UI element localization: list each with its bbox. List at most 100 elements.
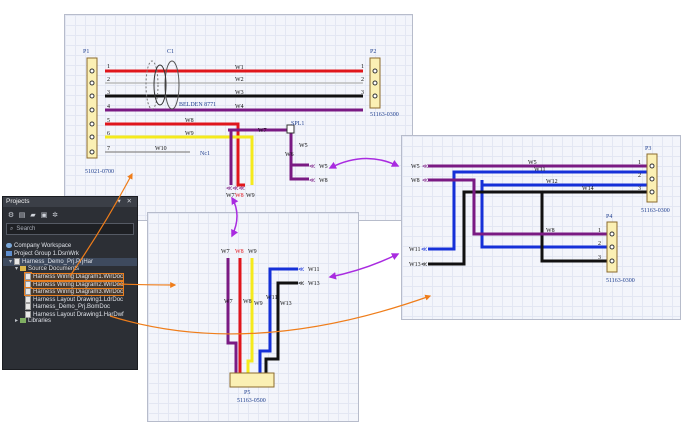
s2-wire-w9: W9 <box>254 301 263 307</box>
tree-doc-3[interactable]: Harness Wiring Diagram3.WirDoc <box>3 288 137 297</box>
arrow-glyph-w5: ≪ <box>309 164 315 170</box>
doc-6-label: Harness Layout Drawing1.HarDwf <box>33 311 124 318</box>
tree-doc-5[interactable]: Harness_Demo_Prj.BomDoc <box>3 303 137 311</box>
wire-label-w3: W3 <box>235 90 244 96</box>
offsheet-bottom-w8: W8 <box>235 193 244 199</box>
s2-offsheet-w11: W11 <box>308 267 319 273</box>
p2-pin-2: 2 <box>361 77 364 83</box>
gear-icon[interactable]: ⚙ <box>7 212 15 219</box>
search-input[interactable]: Search <box>16 226 36 232</box>
s2-offsheet-w13: W13 <box>308 281 320 287</box>
wiring-diagram-sheet-3[interactable]: W5 W8 W11 W13 W5 W11 W12 W14 W8 P3 51163… <box>401 135 681 320</box>
projects-panel[interactable]: Projects ▾ ✕ ⚙ ▤ ▰ ▣ ✲ ⌕ Search Company … <box>2 196 138 370</box>
wire-w11-s2 <box>258 267 298 373</box>
p2-pins <box>372 68 378 99</box>
s3-offsheet-w8: W8 <box>411 178 420 184</box>
cable-shield-3 <box>153 64 167 106</box>
p1-label: P1 <box>83 49 89 55</box>
tree-libraries[interactable]: ▸Libraries <box>3 318 137 326</box>
wiring-doc-icon <box>25 280 31 288</box>
panel-window-buttons[interactable]: ▾ ✕ <box>117 198 134 205</box>
s3-wire-w11: W11 <box>534 167 545 173</box>
arrow-glyph-s3-w5: ≪ <box>422 164 428 170</box>
p2-pin-3: 3 <box>361 90 364 96</box>
save-icon[interactable]: ▣ <box>40 212 48 219</box>
s2-label-w8-top: W8 <box>235 249 244 255</box>
p3-pin-2: 2 <box>638 173 641 179</box>
tree-source-documents[interactable]: ▾Source Documents <box>3 265 137 274</box>
workspace-label: Company Workspace <box>14 243 72 250</box>
bom-doc-icon <box>25 303 31 310</box>
tree-project-group[interactable]: Project Group 1.DsnWrk <box>3 250 137 259</box>
tree-doc-6[interactable]: Harness Layout Drawing1.HarDwf <box>3 310 137 319</box>
s3-offsheet-w13: W13 <box>409 262 421 268</box>
p1-pin-4: 4 <box>107 104 110 110</box>
nc-label: Nc1 <box>200 151 210 157</box>
search-icon: ⌕ <box>10 225 14 232</box>
s2-label-w9-top: W9 <box>248 249 257 255</box>
s2-label-w7-top: W7 <box>221 249 230 255</box>
arrow-glyph-s3-w13: ≪ <box>421 262 427 268</box>
s3-wire-w12: W12 <box>546 179 558 185</box>
p1-pin-6: 6 <box>107 131 110 137</box>
p5-part-label: 51163-0500 <box>237 398 266 404</box>
s2-wire-w13: W13 <box>280 301 292 307</box>
link-arrow-w7-w9 <box>231 196 239 238</box>
wire-w9-s2 <box>246 258 254 373</box>
s3-wire-w5: W5 <box>528 160 537 166</box>
p3-label: P3 <box>645 146 651 152</box>
tree-doc-4[interactable]: Harness Layout Drawing1.LdrDoc <box>3 295 137 304</box>
p1-pin-7: 7 <box>107 146 110 152</box>
wiring-diagram-sheet-1[interactable]: P1 51021-0700 P2 51163-0300 C1 BELDEN 87… <box>64 14 413 221</box>
wire-w12b-s3 <box>480 180 607 249</box>
wire-label-w2: W2 <box>235 77 244 83</box>
p4-pin-3: 3 <box>598 255 601 261</box>
projects-panel-header: Projects ▾ ✕ <box>3 197 137 207</box>
p1-pin-3: 3 <box>107 90 110 96</box>
sheet1-canvas: P1 51021-0700 P2 51163-0300 C1 BELDEN 87… <box>83 49 399 199</box>
wire-w13-s3 <box>428 190 647 266</box>
chevron-down-icon[interactable]: ▾ <box>9 259 13 266</box>
cable-c1-label: C1 <box>167 49 174 55</box>
wire-w13-s2 <box>264 281 298 373</box>
doc-1-label: Harness Wiring Diagram1.WirDoc <box>33 274 124 281</box>
wire-label-w7: W7 <box>258 128 267 134</box>
arrow-glyph-w11: ≪ <box>298 267 304 273</box>
tree-workspace[interactable]: Company Workspace <box>3 243 137 251</box>
p1-pin-2: 2 <box>107 77 110 83</box>
folder-icon <box>20 265 26 271</box>
s2-wire-w8: W8 <box>243 299 252 305</box>
doc-3-highlight: Harness Wiring Diagram3.WirDoc <box>23 288 125 297</box>
tree-doc-1[interactable]: Harness Wiring Diagram1.WirDoc <box>3 273 137 282</box>
s2-wire-w11: W11 <box>266 295 277 301</box>
chevron-right-icon[interactable]: ▸ <box>15 318 19 325</box>
p3-pin-1: 1 <box>638 160 641 166</box>
wire-w14-s3 <box>540 192 607 263</box>
open-folder-icon[interactable]: ▰ <box>30 212 36 219</box>
chevron-down-icon[interactable]: ▾ <box>15 265 19 272</box>
wire-label-w6: W6 <box>285 152 294 158</box>
offsheet-w8: W8 <box>319 178 328 184</box>
p3-part-label: 51163-0300 <box>641 208 670 214</box>
project-group-icon <box>6 250 12 256</box>
wire-w9-s1 <box>105 135 254 185</box>
offsheet-bottom-w7: W7 <box>226 193 235 199</box>
tree-project[interactable]: ▾Harness_Demo_Prj.PrjHar <box>3 258 137 266</box>
layout-doc-icon <box>25 295 31 303</box>
tree-doc-2[interactable]: Harness Wiring Diagram2.WirDoc <box>3 280 137 289</box>
cable-shield-1 <box>145 60 159 110</box>
arrow-glyph-s3-w11: ≪ <box>421 247 427 253</box>
p4-pin-1: 1 <box>598 228 601 234</box>
new-document-icon[interactable]: ▤ <box>18 212 26 219</box>
wire-label-w10: W10 <box>155 146 167 152</box>
cloud-icon <box>6 243 12 248</box>
doc-4-label: Harness Layout Drawing1.LdrDoc <box>33 296 124 303</box>
s2-wire-w7: W7 <box>224 299 233 305</box>
doc-1-highlight: Harness Wiring Diagram1.WirDoc <box>23 273 125 282</box>
settings-icon[interactable]: ✲ <box>52 212 58 219</box>
arrow-glyph-s3-w8: ≪ <box>422 178 428 184</box>
doc-link-arrow-2 <box>117 281 177 288</box>
p4-part-label: 51163-0300 <box>606 278 635 284</box>
drawing-doc-icon <box>25 310 31 318</box>
